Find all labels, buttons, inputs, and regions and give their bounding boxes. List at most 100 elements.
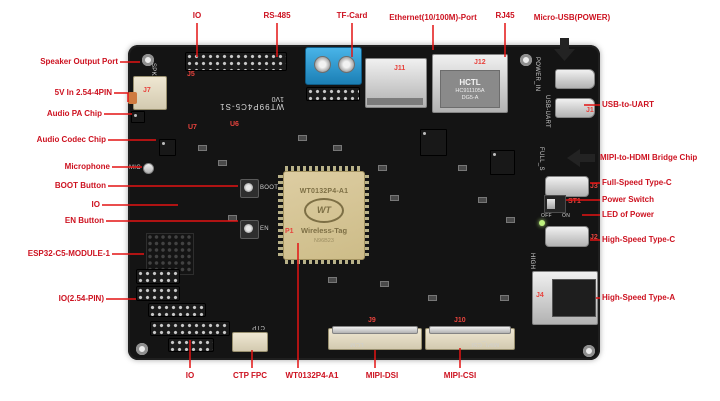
mounting-hole	[583, 345, 595, 357]
callout-audio-codec: Audio Codec Chip	[36, 135, 106, 144]
silk-power-in: POWER_IN	[534, 57, 540, 92]
passive-component	[378, 165, 387, 171]
en-button	[240, 220, 259, 239]
callout-high-speed-type-c: High-Speed Type-C	[602, 235, 676, 244]
silk-en: EN	[260, 226, 269, 232]
ref-j1: J1	[586, 107, 594, 114]
passive-component	[478, 197, 487, 203]
callout-ctp: CTP FPC	[232, 371, 268, 380]
esp32-c5-module-area	[146, 233, 194, 275]
callout-speaker-output: Speaker Output Port	[40, 57, 118, 66]
callout-5v-in: 5V In 2.54-4PIN	[54, 88, 112, 97]
rj45-brand: HCTL	[459, 77, 481, 87]
mounting-hole	[142, 54, 154, 66]
io-header-top	[185, 52, 287, 71]
wireless-tag-logo-icon: WT	[304, 197, 344, 223]
callout-en-button: EN Button	[64, 216, 104, 225]
passive-component	[198, 145, 207, 151]
ethernet-phy-chip	[420, 129, 447, 156]
callout-io-top: IO	[192, 11, 202, 20]
ref-j4: J4	[536, 292, 544, 299]
ref-j5: J5	[187, 71, 195, 78]
ref-j7: J7	[143, 87, 151, 94]
callout-io-bottom: IO	[185, 371, 195, 380]
silk-full-s: FULL_S	[538, 147, 544, 171]
micro-usb-uart	[555, 98, 595, 118]
silk-board-rev: 1V0	[271, 95, 284, 102]
passive-component	[228, 215, 237, 221]
callout-rs485: RS-485	[263, 11, 291, 20]
silk-spk: SPK	[150, 63, 156, 76]
micro-usb-power	[555, 69, 595, 89]
audio-pa-chip	[131, 111, 145, 123]
module-pins	[285, 166, 361, 171]
ref-p1: P1	[285, 228, 294, 235]
callout-audio-pa-chip: Audio PA Chip	[46, 109, 102, 118]
io-header-left	[136, 286, 180, 301]
passive-component	[380, 281, 389, 287]
rj45-model: HC911105A	[455, 87, 485, 94]
callout-rj45: RJ45	[495, 11, 515, 20]
silk-ctp: CTP	[252, 324, 265, 330]
callout-io-254pin: IO(2.54-PIN)	[58, 294, 104, 303]
module-pins	[364, 173, 369, 256]
ctp-connector	[232, 332, 268, 352]
callout-usb-to-uart: USB-to-UART	[602, 100, 654, 109]
silk-mipi-csi: MIPI_CSI	[471, 341, 500, 347]
silk-off: OFF	[541, 213, 552, 219]
ref-j10: J10	[454, 317, 466, 324]
power-led	[539, 220, 545, 226]
io-header-left	[148, 303, 206, 317]
passive-component	[328, 277, 337, 283]
usb-c-j3	[545, 176, 589, 197]
passive-component	[298, 135, 307, 141]
passive-component	[506, 217, 515, 223]
terminal-screw	[338, 56, 355, 73]
callout-tf-card: TF-Card	[336, 11, 368, 20]
silk-usb-uart: USB-UART	[544, 95, 550, 128]
callout-io-left: IO	[91, 200, 100, 209]
module-model: WT0132P4-A1	[299, 187, 349, 195]
microphone	[143, 163, 154, 174]
rj45-code: DG5-A	[461, 94, 479, 101]
module-code: N96B23	[314, 237, 334, 244]
callout-mipi-dsi: MIPI-DSI	[365, 371, 399, 380]
ref-st1: ST1	[568, 198, 581, 205]
wt-module: WT0132P4-A1 WT Wireless-Tag N96B23	[283, 171, 365, 260]
io-header-bottom	[150, 321, 230, 336]
mipi-csi-connector-clamp	[429, 326, 511, 334]
audio-codec-chip	[159, 139, 176, 156]
power-switch-slider	[547, 199, 555, 209]
passive-component	[428, 295, 437, 301]
usb-a-opening	[552, 279, 596, 317]
mounting-hole	[520, 54, 532, 66]
passive-component	[218, 160, 227, 166]
ref-j3: J3	[590, 183, 598, 190]
pcb-board: SPK J7 J5 J11 HCTL HC911105A DG5-A J12 P…	[128, 45, 600, 360]
silk-boot: BOOT	[260, 185, 279, 191]
silk-on: ON	[562, 213, 571, 219]
io-header-bottom	[168, 338, 214, 352]
rj45-face: HCTL HC911105A DG5-A	[440, 70, 500, 108]
callout-module-model: WT0132P4-A1	[285, 371, 339, 380]
mipi-hdmi-bridge-chip	[490, 150, 515, 175]
terminal-screw	[314, 56, 331, 73]
callout-mipi-csi: MIPI-CSI	[443, 371, 477, 380]
passive-component	[333, 145, 342, 151]
callout-mipi-hdmi-bridge: MIPI-to-HDMI Bridge Chip	[600, 153, 698, 162]
callout-esp32-c5: ESP32-C5-MODULE-1	[27, 249, 110, 258]
power-in-connector	[128, 92, 137, 104]
lcm-connector-clamp	[332, 326, 418, 334]
callout-power-led: LED of Power	[602, 210, 655, 219]
silk-board-name-block: WT99P4C5-S1 1V0	[180, 95, 284, 111]
callout-high-speed-type-a: High-Speed Type-A	[602, 293, 676, 302]
io-header-left	[136, 269, 180, 284]
boot-button	[240, 179, 259, 198]
mounting-hole	[136, 343, 148, 355]
ref-j2: J2	[590, 234, 598, 241]
callout-micro-usb-power: Micro-USB(POWER)	[533, 13, 611, 22]
passive-component	[500, 295, 509, 301]
silk-mic: MIC	[129, 165, 141, 171]
passive-component	[390, 195, 399, 201]
